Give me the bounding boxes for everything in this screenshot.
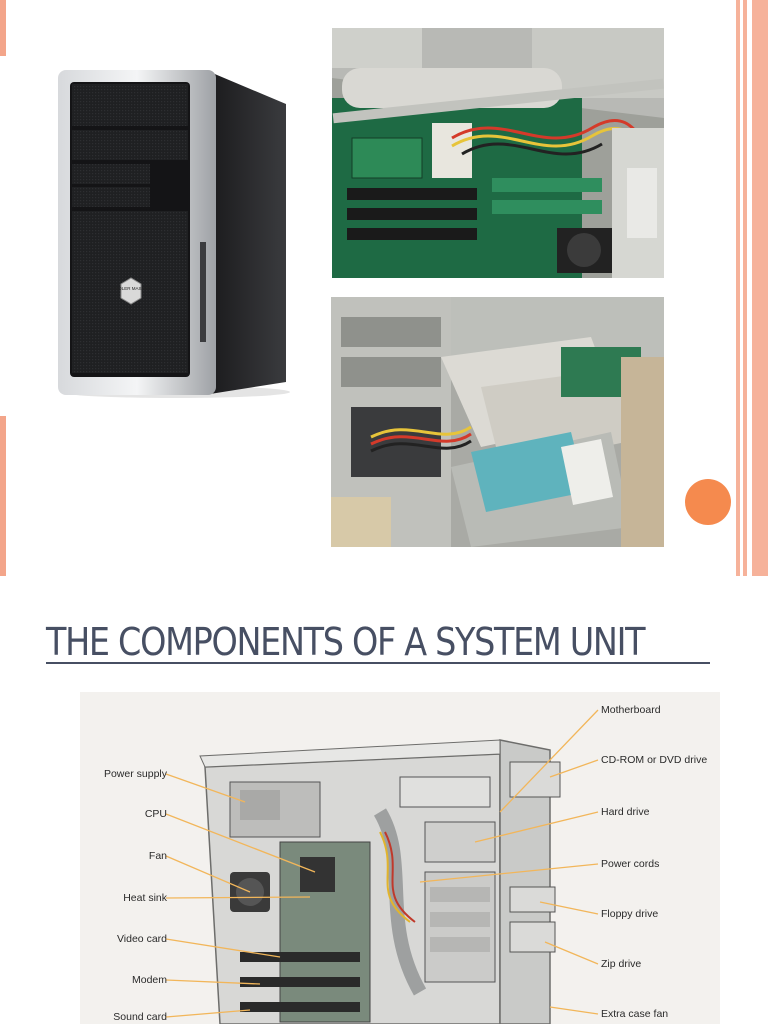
title-underline bbox=[46, 662, 710, 664]
right-decorative-bars bbox=[736, 0, 768, 576]
label-power-supply: Power supply bbox=[103, 768, 167, 780]
slide-title: The Components of a System Unit bbox=[46, 620, 646, 664]
open-case-motherboard-photo bbox=[332, 28, 664, 278]
label-cd-dvd-drive: CD-ROM or DVD drive bbox=[601, 754, 708, 766]
label-power-cords: Power cords bbox=[601, 858, 660, 870]
label-video-card: Video card bbox=[116, 933, 167, 945]
open-case-drives-photo bbox=[331, 297, 664, 547]
label-cpu: CPU bbox=[144, 808, 167, 820]
label-fan: Fan bbox=[148, 850, 167, 862]
label-sound-card: Sound card bbox=[113, 1011, 167, 1023]
system-unit-illustration bbox=[165, 709, 599, 1024]
label-zip-drive: Zip drive bbox=[601, 958, 642, 970]
system-unit-diagram: Power supply CPU Fan Heat sink Video car… bbox=[80, 692, 720, 1024]
left-accent-tick-top bbox=[0, 0, 6, 56]
label-heat-sink: Heat sink bbox=[123, 892, 167, 904]
slide-one: COOLER MASTER bbox=[0, 0, 768, 576]
orange-accent-dot bbox=[685, 479, 731, 525]
tower-case-photo: COOLER MASTER bbox=[50, 62, 295, 402]
case-brand-logo-text: COOLER MASTER bbox=[111, 286, 151, 291]
slide-two: The Components of a System Unit bbox=[0, 576, 768, 1024]
label-hard-drive: Hard drive bbox=[601, 806, 650, 818]
label-floppy-drive: Floppy drive bbox=[601, 908, 659, 920]
label-extra-case-fan: Extra case fan bbox=[601, 1008, 669, 1020]
label-modem: Modem bbox=[131, 974, 167, 986]
label-motherboard: Motherboard bbox=[601, 704, 661, 716]
left-accent-tick-bottom bbox=[0, 416, 6, 576]
